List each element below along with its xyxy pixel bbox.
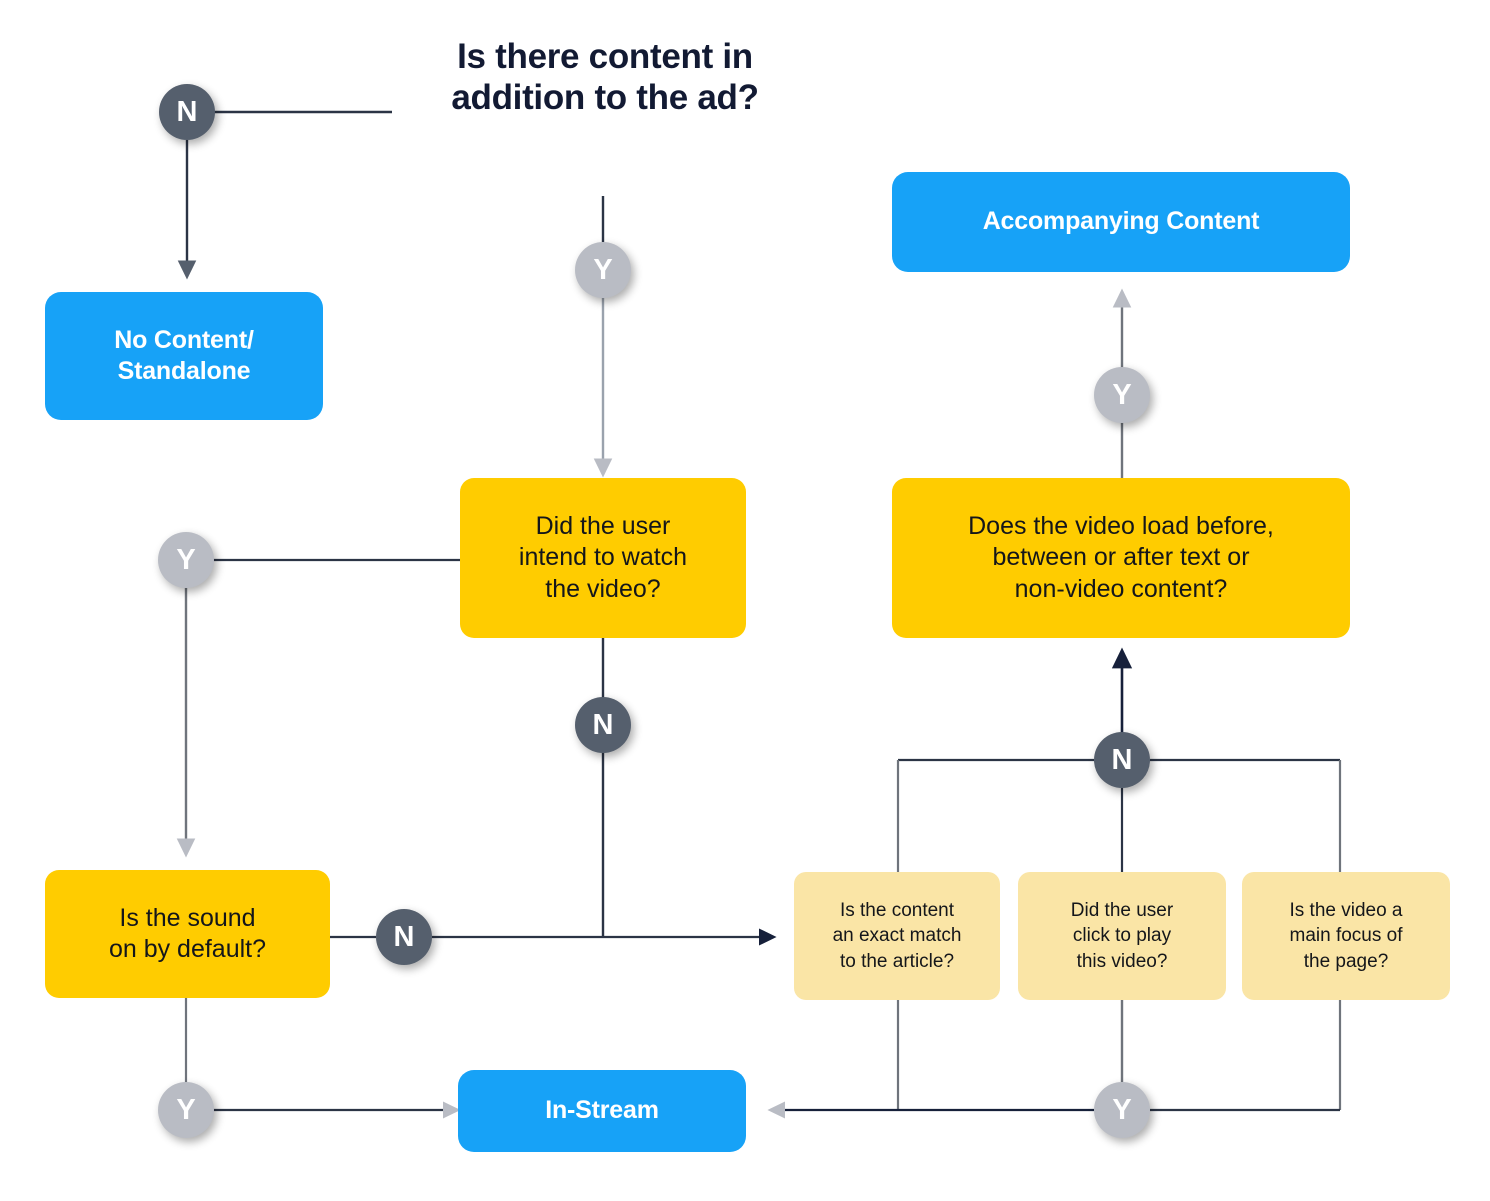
node-accompanying-content[interactable]: Accompanying Content bbox=[892, 172, 1350, 272]
node-video-load-order[interactable]: Does the video load before, between or a… bbox=[892, 478, 1350, 638]
badge-load-order-yes[interactable]: Y bbox=[1094, 367, 1150, 423]
node-exact-match-to-article-label: Is the content an exact match to the art… bbox=[832, 899, 962, 972]
node-in-stream-label: In-Stream bbox=[545, 1096, 659, 1125]
badge-sound-no-label: N bbox=[393, 920, 415, 953]
diagram-title-text: Is there content in addition to the ad? bbox=[451, 37, 759, 118]
node-sound-on-by-default[interactable]: Is the sound on by default? bbox=[45, 870, 330, 998]
badge-title-yes-label: Y bbox=[593, 253, 613, 286]
node-sound-on-by-default-label: Is the sound on by default? bbox=[108, 903, 267, 964]
node-accompanying-content-label: Accompanying Content bbox=[982, 207, 1260, 236]
badge-title-no[interactable]: N bbox=[159, 84, 215, 140]
badge-subdecisions-no-label: N bbox=[1111, 743, 1133, 776]
badge-intend-no[interactable]: N bbox=[575, 697, 631, 753]
node-video-load-order-label: Does the video load before, between or a… bbox=[968, 511, 1274, 603]
node-in-stream[interactable]: In-Stream bbox=[458, 1070, 746, 1152]
badge-sound-yes-label: Y bbox=[176, 1093, 196, 1126]
node-intend-to-watch-label: Did the user intend to watch the video? bbox=[518, 511, 688, 603]
diagram-title: Is there content in addition to the ad? bbox=[400, 36, 810, 119]
badge-subdecisions-yes[interactable]: Y bbox=[1094, 1082, 1150, 1138]
badge-sound-no[interactable]: N bbox=[376, 909, 432, 965]
badge-intend-no-label: N bbox=[592, 708, 614, 741]
node-click-to-play[interactable]: Did the user click to play this video? bbox=[1018, 872, 1226, 1000]
node-exact-match-to-article[interactable]: Is the content an exact match to the art… bbox=[794, 872, 1000, 1000]
badge-title-no-label: N bbox=[176, 95, 198, 128]
badge-intend-yes[interactable]: Y bbox=[158, 532, 214, 588]
badge-intend-yes-label: Y bbox=[176, 543, 196, 576]
badge-subdecisions-yes-label: Y bbox=[1112, 1093, 1132, 1126]
node-no-content-standalone[interactable]: No Content/ Standalone bbox=[45, 292, 323, 420]
badge-load-order-yes-label: Y bbox=[1112, 378, 1132, 411]
badge-title-yes[interactable]: Y bbox=[575, 242, 631, 298]
badge-sound-yes[interactable]: Y bbox=[158, 1082, 214, 1138]
node-click-to-play-label: Did the user click to play this video? bbox=[1070, 899, 1174, 972]
node-video-main-focus-label: Is the video a main focus of the page? bbox=[1289, 899, 1403, 972]
node-no-content-standalone-label: No Content/ Standalone bbox=[114, 325, 254, 386]
node-intend-to-watch[interactable]: Did the user intend to watch the video? bbox=[460, 478, 746, 638]
badge-subdecisions-no[interactable]: N bbox=[1094, 732, 1150, 788]
node-video-main-focus[interactable]: Is the video a main focus of the page? bbox=[1242, 872, 1450, 1000]
